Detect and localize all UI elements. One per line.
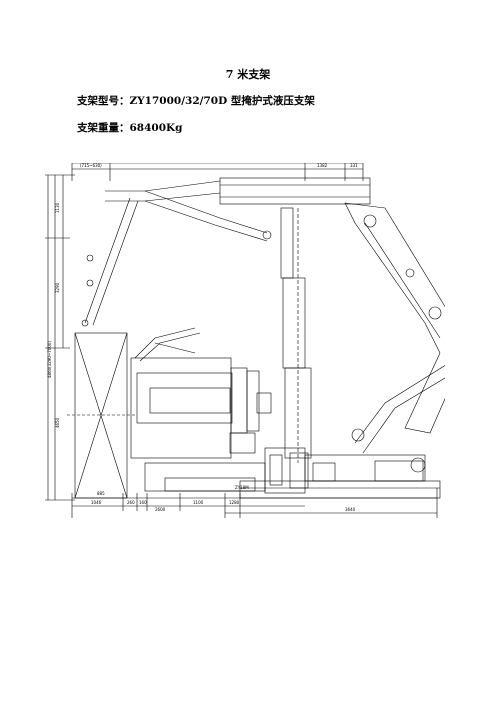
svg-text:885: 885: [97, 491, 105, 496]
svg-text:4650: 4650: [55, 417, 60, 428]
weight-value: 68400Kg: [129, 122, 183, 134]
svg-text:1382: 1382: [317, 163, 328, 168]
svg-text:3290: 3290: [55, 282, 60, 293]
document-title: 7 米支架: [225, 68, 271, 81]
svg-text:1046: 1046: [91, 500, 102, 505]
svg-text:1280: 1280: [229, 500, 240, 505]
support-drawing: 650 (715~630) 4815 1382 331 1130 3290 48…: [45, 163, 445, 518]
weight-line: 支架重量：68400Kg: [77, 120, 183, 135]
svg-text:(715~630): (715~630): [80, 163, 102, 168]
svg-text:160: 160: [139, 500, 147, 505]
svg-text:260: 260: [127, 500, 135, 505]
model-value: ZY17000/32/70D 型掩护式液压支架: [129, 95, 315, 107]
svg-text:3640: 3640: [345, 507, 356, 512]
model-line: 支架型号：ZY17000/32/70D 型掩护式液压支架: [77, 93, 315, 108]
svg-text:1130: 1130: [55, 202, 60, 213]
svg-text:ZY18M: ZY18M: [235, 485, 249, 490]
svg-text:2600: 2600: [155, 507, 166, 512]
weight-label: 支架重量：: [77, 122, 130, 134]
svg-text:331: 331: [350, 163, 358, 168]
svg-text:1100: 1100: [193, 500, 204, 505]
svg-text:4860(3290~7000): 4860(3290~7000): [47, 341, 52, 378]
model-label: 支架型号：: [77, 95, 130, 107]
